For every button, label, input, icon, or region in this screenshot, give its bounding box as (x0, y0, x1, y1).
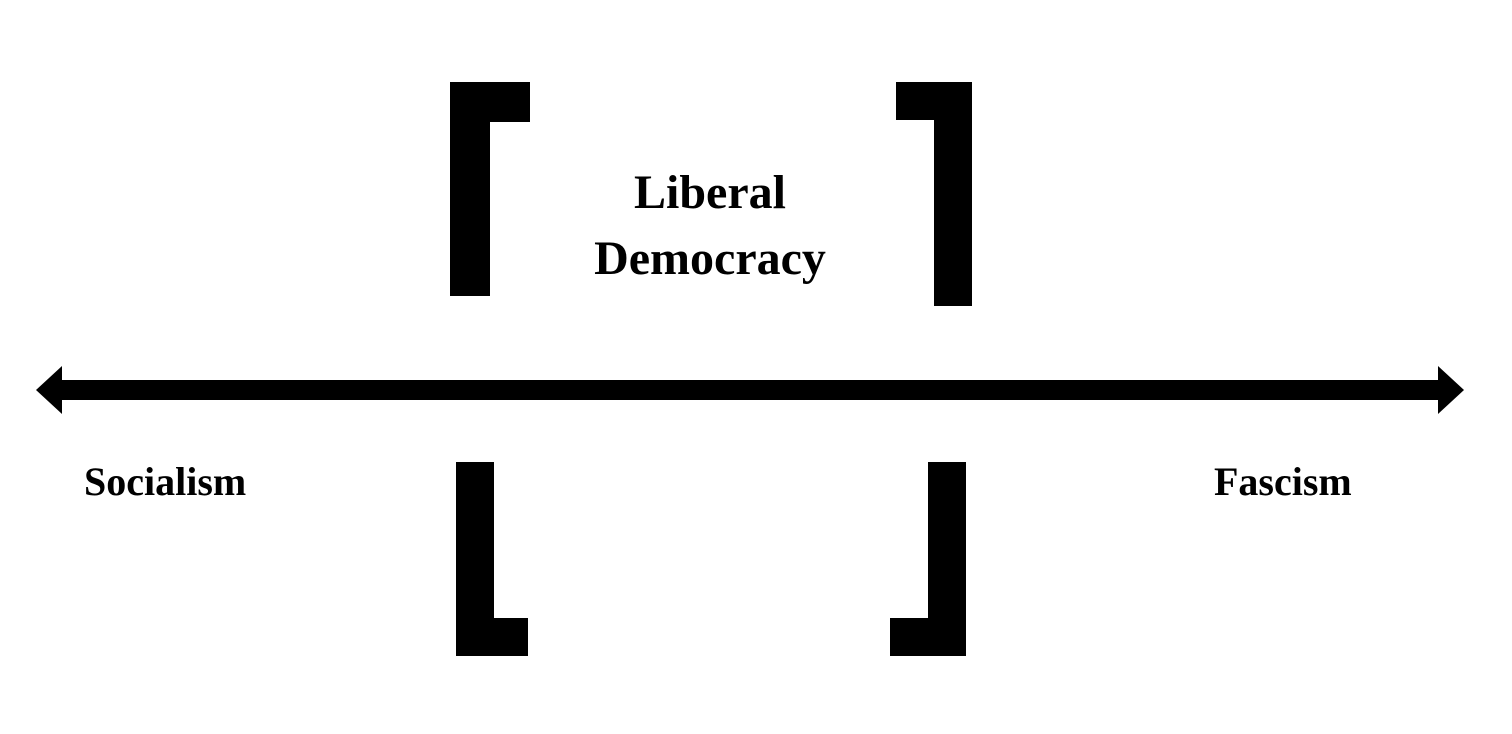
bottom-right-bracket (890, 462, 966, 656)
spectrum-line (54, 380, 1448, 400)
center-label: Liberal Democracy (560, 160, 860, 292)
center-label-line-2: Democracy (594, 232, 826, 285)
right-end-label: Fascism (1214, 459, 1352, 504)
spectrum-axis (36, 366, 1464, 414)
bottom-left-bracket (456, 462, 528, 656)
top-brackets (450, 82, 972, 306)
top-right-bracket (896, 82, 972, 306)
center-label-line-1: Liberal (634, 166, 786, 219)
left-end-label: Socialism (84, 459, 247, 504)
left-arrowhead (36, 366, 62, 414)
top-left-bracket (450, 82, 530, 296)
bottom-brackets (456, 462, 966, 656)
right-arrowhead (1438, 366, 1464, 414)
